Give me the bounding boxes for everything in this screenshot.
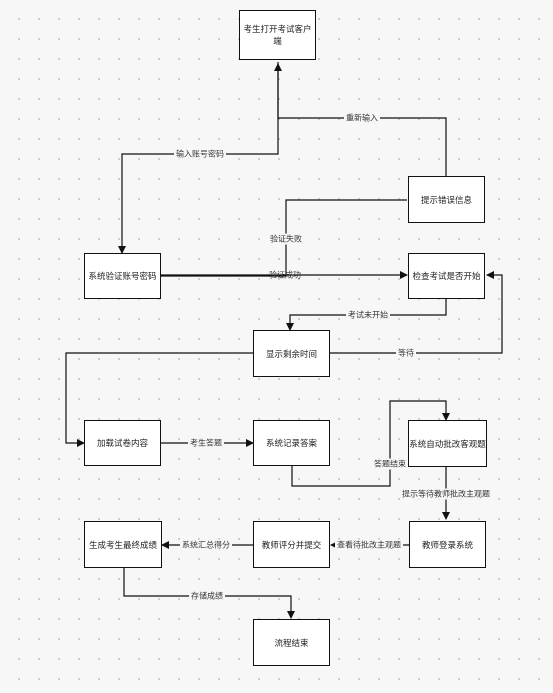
label-wait: 等待 [396, 347, 416, 359]
label-not-started: 考试未开始 [346, 309, 390, 321]
node-final-score: 生成考生最终成绩 [84, 521, 162, 568]
node-check-start: 检查考试是否开始 [408, 253, 485, 299]
label-summary-score: 系统汇总得分 [180, 539, 232, 551]
node-open-client: 考生打开考试客户端 [239, 10, 316, 60]
node-show-error: 提示错误信息 [408, 176, 485, 223]
label-view-subjective: 查看待批改主观题 [335, 539, 403, 551]
node-end: 流程结束 [253, 619, 330, 666]
label-verify-fail: 验证失败 [268, 233, 304, 245]
label-store-score: 存储成绩 [189, 590, 225, 602]
node-verify: 系统验证账号密码 [84, 253, 161, 299]
node-auto-grade: 系统自动批改客观题 [408, 420, 487, 467]
label-prompt-wait: 提示等待教师批改主观题 [400, 488, 492, 500]
label-answer: 考生答题 [188, 437, 224, 449]
label-verify-ok: 验证成功 [269, 270, 301, 280]
edge-answer-end [291, 400, 450, 487]
node-remaining: 显示剩余时间 [253, 330, 330, 377]
node-load-paper: 加载试卷内容 [84, 420, 161, 466]
label-answer-end: 答题结束 [372, 458, 408, 470]
node-teacher-login: 教师登录系统 [409, 521, 486, 568]
label-input-account: 输入账号密码 [174, 148, 226, 160]
node-teacher-score: 教师评分并提交 [253, 521, 330, 568]
edge-remaining-to-load [65, 352, 253, 447]
label-reinput: 重新输入 [344, 112, 380, 124]
node-record: 系统记录答案 [253, 420, 330, 466]
